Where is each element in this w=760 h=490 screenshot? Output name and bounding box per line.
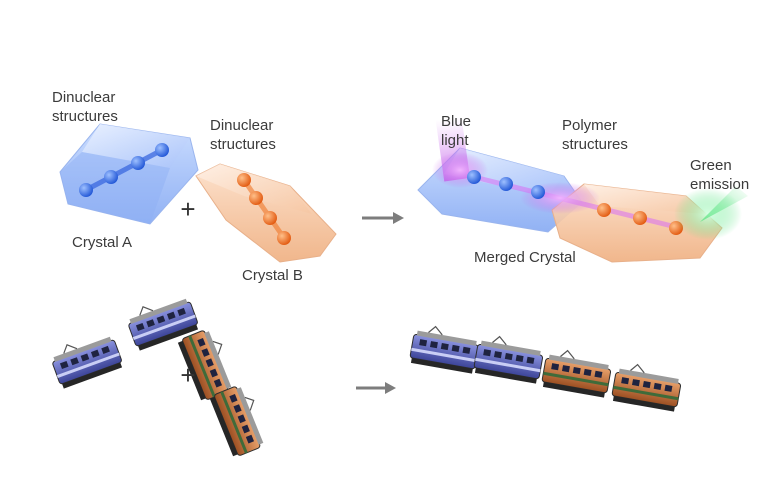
green-emission-label: Green emission xyxy=(690,157,750,193)
locomotive-orange-left-1 xyxy=(177,330,232,401)
polymer-atoms xyxy=(467,170,683,235)
locomotive-orange-left-2 xyxy=(209,386,264,457)
crystal-a-structure-label: Dinuclear structures xyxy=(52,89,118,125)
reaction-arrow-top xyxy=(362,212,404,224)
merged-crystal-name: Merged Crystal xyxy=(474,249,576,266)
train-car-4 xyxy=(611,363,682,412)
train-car-3 xyxy=(541,349,612,398)
train-car-1 xyxy=(409,325,480,374)
plus-symbol-bottom: + xyxy=(180,360,195,390)
plus-symbol-top: + xyxy=(180,194,195,224)
merged-crystal xyxy=(417,116,748,263)
dinuclear-atoms-a xyxy=(79,143,169,197)
crystal-b-structure-label: Dinuclear structures xyxy=(210,117,276,153)
crystal-a-name: Crystal A xyxy=(72,234,133,251)
crystal-b xyxy=(195,163,337,263)
reaction-arrow-bottom xyxy=(356,382,396,394)
train-illustrations xyxy=(52,298,682,457)
locomotive-blue-left-1 xyxy=(52,336,123,389)
crystal-a xyxy=(59,123,199,225)
train-car-2 xyxy=(473,335,544,384)
locomotive-blue-left-2 xyxy=(128,298,199,351)
blue-light-label: Blue light xyxy=(441,113,472,149)
polymer-structure-label: Polymer structures xyxy=(562,117,628,153)
dinuclear-atoms-b xyxy=(237,173,291,245)
crystal-b-name: Crystal B xyxy=(242,267,303,284)
